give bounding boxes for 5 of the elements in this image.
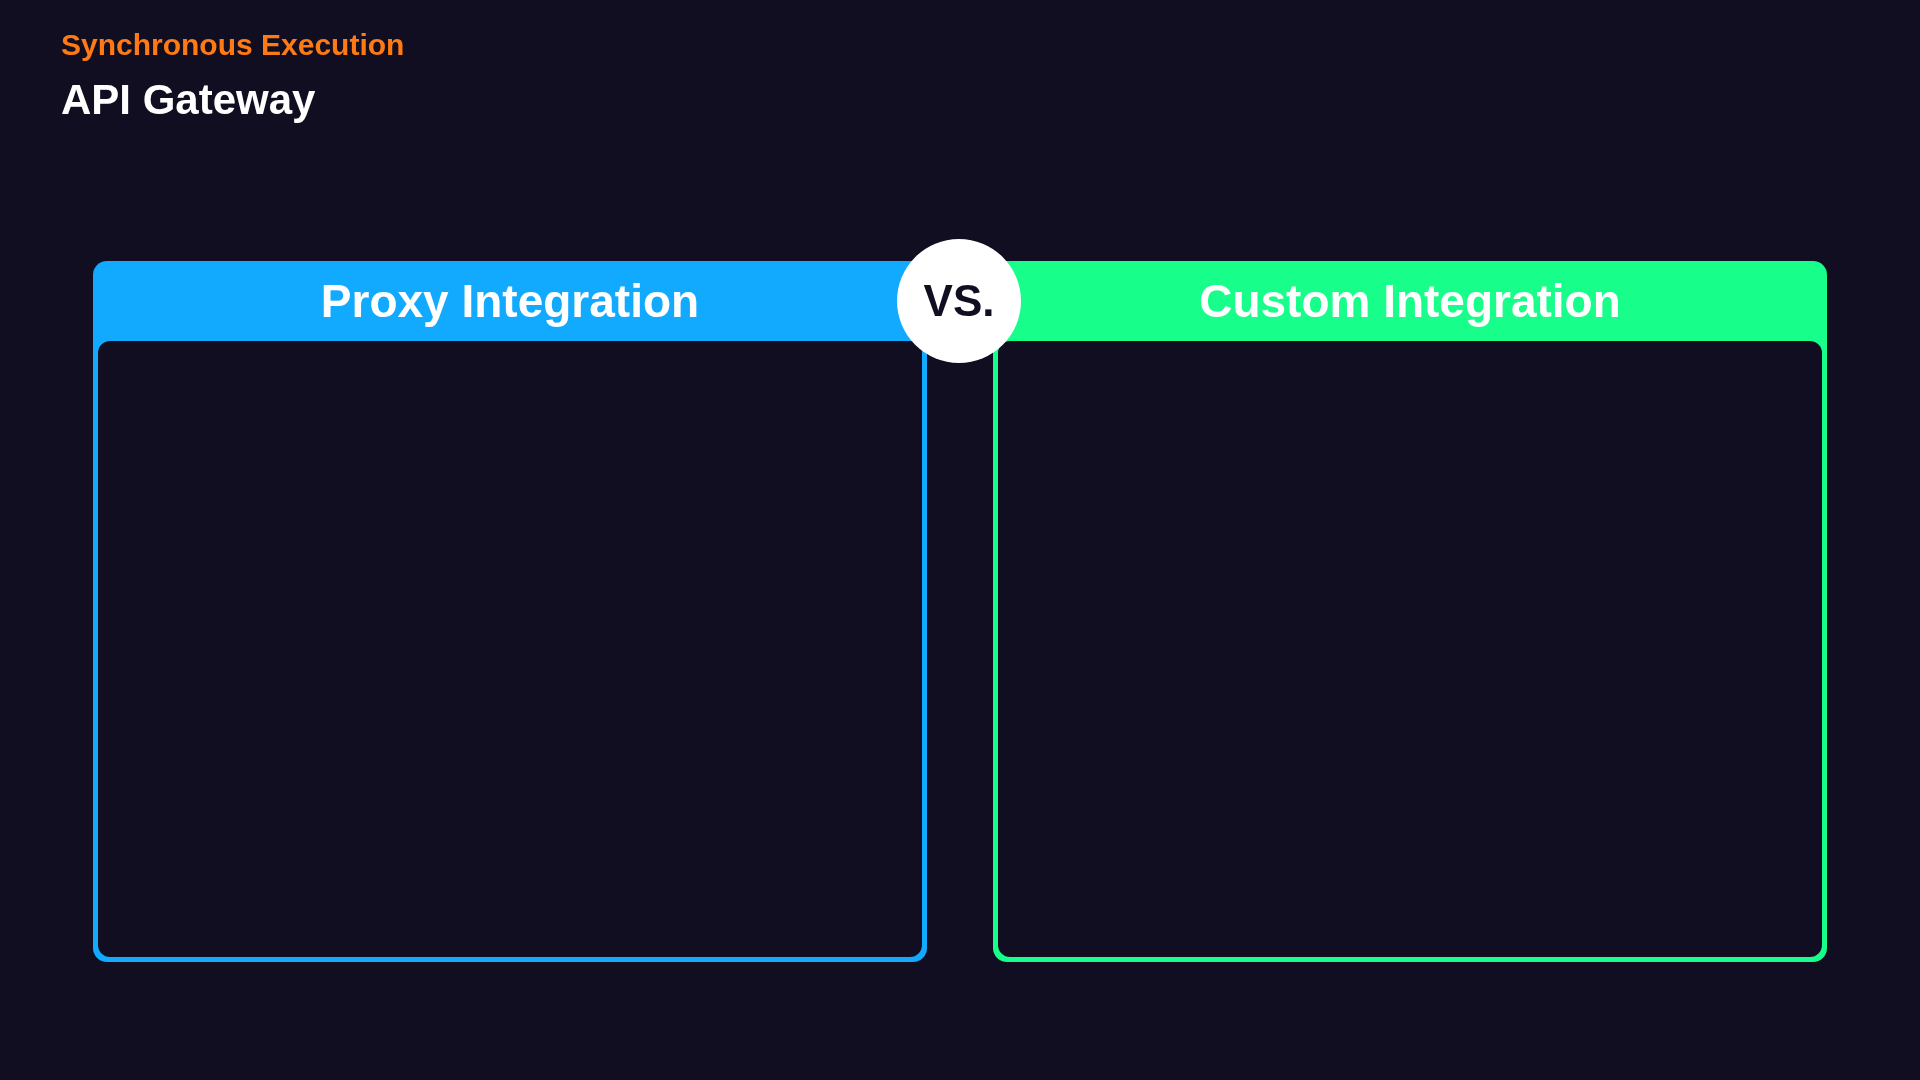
panel-heading: Custom Integration xyxy=(1199,273,1621,329)
comparison-panel xyxy=(993,261,1827,962)
title: API Gateway xyxy=(61,75,316,125)
subtitle: Synchronous Execution xyxy=(61,27,405,63)
panel-heading: Proxy Integration xyxy=(320,273,700,329)
